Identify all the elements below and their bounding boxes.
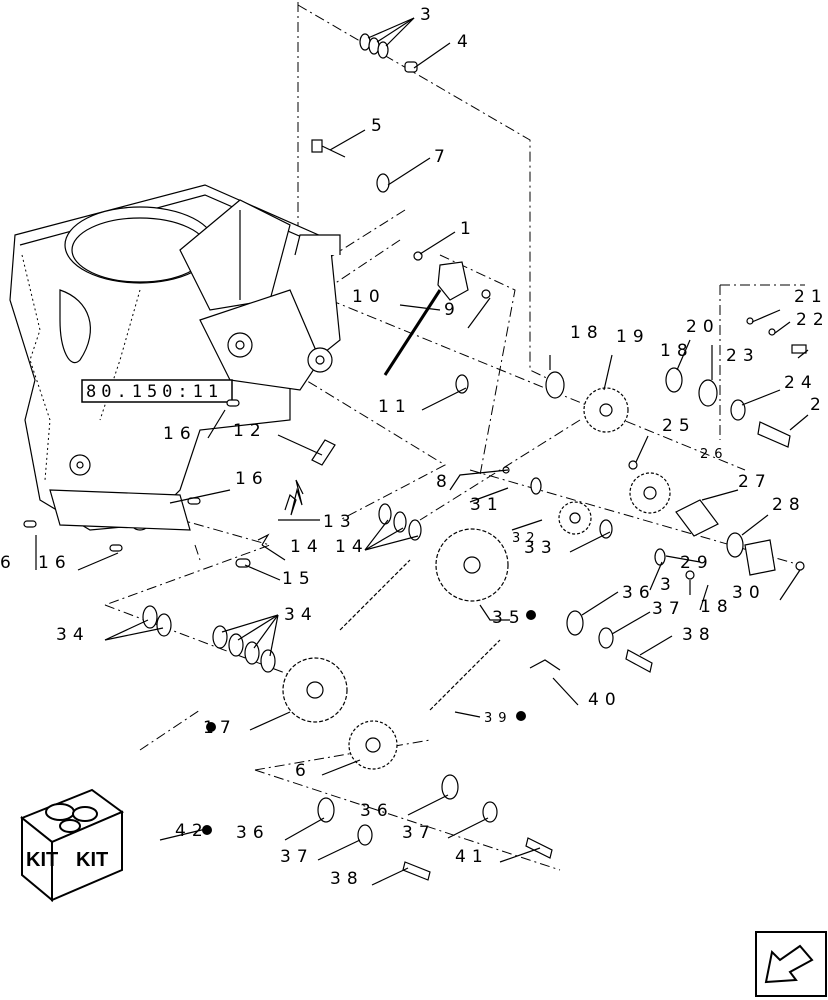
callout: 28 xyxy=(772,495,806,515)
callout: 15 xyxy=(282,569,316,589)
kit-box-icon: KIT KIT xyxy=(20,788,125,903)
reference-box: 80.150:11 xyxy=(81,379,233,403)
callout: 34 xyxy=(284,605,318,625)
leader-lines xyxy=(35,17,809,886)
filled-dot-icon xyxy=(526,610,536,620)
callout-numbers: 3 4 5 7 1 10 9 11 12 16 16 6 16 8 13 14 … xyxy=(0,5,828,889)
callout: 5 xyxy=(371,116,388,136)
callout: 41 xyxy=(455,847,489,867)
callout: 18 xyxy=(570,323,604,343)
callout: 3 xyxy=(420,5,437,25)
callout: 36 xyxy=(236,823,270,843)
callout: 25 xyxy=(662,416,696,436)
callout: 16 xyxy=(38,553,72,573)
callout: 6 xyxy=(0,553,17,573)
callout: 26 xyxy=(700,447,729,462)
callout: 14 xyxy=(290,537,324,557)
hardware-parts xyxy=(23,33,807,881)
callout: 2 xyxy=(810,395,827,415)
callout: 37 xyxy=(652,599,686,619)
callout: 3 xyxy=(660,575,677,595)
callout: 4 xyxy=(457,32,474,52)
callout: 18 xyxy=(660,341,694,361)
callout: 16 xyxy=(235,469,269,489)
callout: 9 xyxy=(444,300,461,320)
callout: 17 xyxy=(203,718,237,738)
callout: 39 xyxy=(484,711,513,726)
callout: 16 xyxy=(163,424,197,444)
callout: 36 xyxy=(360,801,394,821)
kit-label-left: KIT xyxy=(26,849,58,871)
callout: 35 xyxy=(492,608,526,628)
callout: 38 xyxy=(682,625,716,645)
reference-text: 80.150:11 xyxy=(86,382,223,402)
callout: 13 xyxy=(323,512,357,532)
callout: 18 xyxy=(700,597,734,617)
callout: 31 xyxy=(470,495,504,515)
callout: 36 xyxy=(622,583,656,603)
callout: 1 xyxy=(460,219,477,239)
callout: 27 xyxy=(738,472,772,492)
callout: 32 xyxy=(512,531,541,546)
previous-page-arrow-icon[interactable] xyxy=(755,931,827,997)
callout: 24 xyxy=(784,373,818,393)
callout: 37 xyxy=(280,847,314,867)
callout: 22 xyxy=(796,310,828,330)
chute-housing xyxy=(9,184,341,531)
callout: 33 xyxy=(524,538,558,558)
bullet-markers xyxy=(202,610,536,835)
kit-label-right: KIT xyxy=(76,849,108,871)
callout: 7 xyxy=(434,147,451,167)
callout: 42 xyxy=(175,821,209,841)
callout: 19 xyxy=(616,327,650,347)
callout: 34 xyxy=(56,625,90,645)
callout: 6 xyxy=(295,761,312,781)
callout: 8 xyxy=(436,472,453,492)
callout: 14 xyxy=(335,537,369,557)
filled-dot-icon xyxy=(206,722,216,732)
callout: 10 xyxy=(352,287,386,307)
callout: 37 xyxy=(402,823,436,843)
callout: 29 xyxy=(680,553,714,573)
filled-dot-icon xyxy=(202,825,212,835)
callout: 21 xyxy=(794,287,828,307)
callout: 30 xyxy=(732,583,766,603)
filled-dot-icon xyxy=(516,711,526,721)
callout: 11 xyxy=(378,397,412,417)
callout: 40 xyxy=(588,690,622,710)
callout: 23 xyxy=(726,346,760,366)
callout: 12 xyxy=(233,421,267,441)
callout: 20 xyxy=(686,317,720,337)
callout: 38 xyxy=(330,869,364,889)
